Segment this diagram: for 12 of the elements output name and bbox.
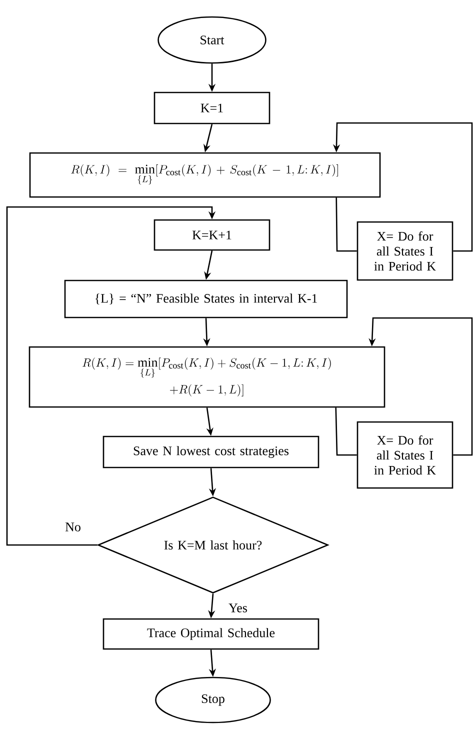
edge-label: Yes — [228, 602, 248, 614]
process-box: $\begin{gathered} R(K,I) = \min_{\{L\}}[P_{\mathrm{cost}}(K,I) + S_{\mathrm{cost}}(K-1,L{:}\,K,I) \\ + R(K-1,L)] \end{gathered}$ — [28, 346, 386, 408]
process-box: K=1 — [154, 92, 270, 124]
edge-label: No — [64, 522, 82, 532]
process-box: X= Do for all States I in Period K — [356, 421, 454, 489]
arrow — [6, 206, 216, 546]
process-box: Trace Optimal Schedule — [102, 618, 320, 650]
process-box: {L} = “N” Feasible States in interval K-1 — [64, 280, 348, 318]
process-box: $R(K,I) = \min_{\{L\}}[P_{\mathrm{cost}}(K,I) + S_{\mathrm{cost}}(K-1,L{:}\,K,I)]$ — [29, 152, 381, 198]
process-box: K=K+1 — [154, 219, 270, 251]
process-box: Save N lowest cost strategies — [102, 436, 320, 468]
process-box: X= Do for all States I in Period K — [356, 221, 454, 281]
